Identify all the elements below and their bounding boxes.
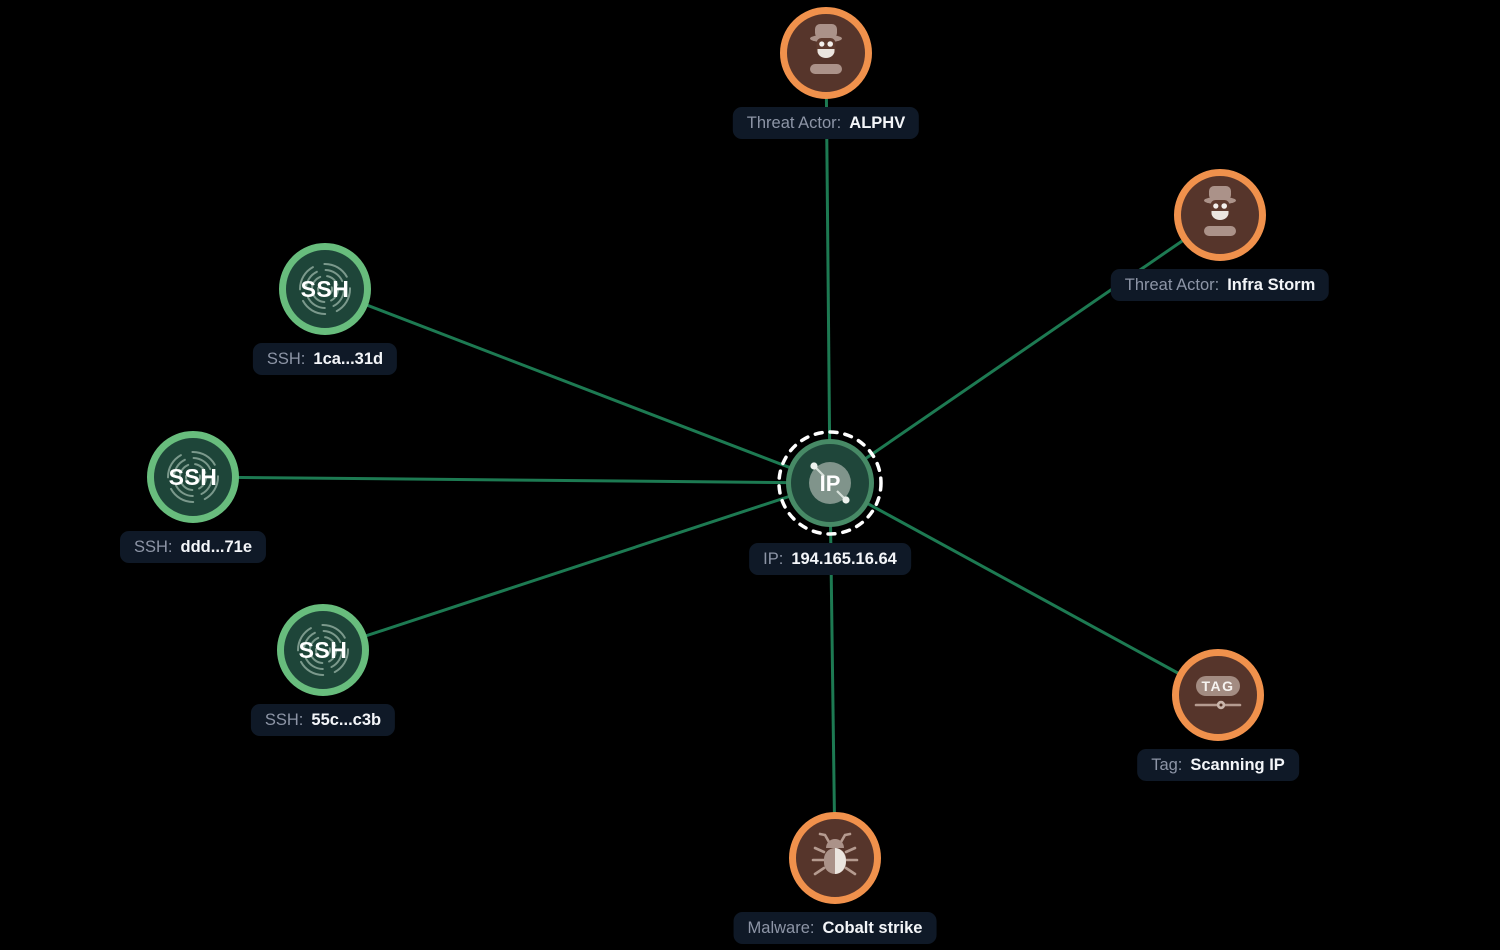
edge-ip-194-165-16-64--ssh-1ca-31d — [324, 287, 831, 485]
label-key: Threat Actor: — [746, 114, 842, 132]
node-ssh-1ca-31d[interactable]: SSH — [279, 243, 371, 335]
node-ip-194-165-16-64[interactable]: IP — [777, 430, 883, 536]
label-value: ddd...71e — [180, 538, 253, 556]
ssh-icon-text: SSH — [299, 637, 348, 663]
label-value: 194.165.16.64 — [791, 550, 897, 568]
node-circle-ip-194-165-16-64[interactable]: IP — [786, 439, 874, 527]
node-label-malware-cobalt-strike: Malware: Cobalt strike — [733, 912, 937, 944]
ssh-icon-text: SSH — [169, 464, 218, 490]
node-threat-actor-infra-storm[interactable] — [1174, 169, 1266, 261]
tag-icon: TAG — [1194, 676, 1242, 710]
node-label-ip-194-165-16-64: IP: 194.165.16.64 — [749, 543, 911, 575]
fingerprint-icon: SSH — [299, 263, 351, 315]
node-label-threat-actor-infra-storm: Threat Actor: Infra Storm — [1110, 269, 1330, 301]
node-label-tag-scanning-ip: Tag: Scanning IP — [1137, 749, 1299, 781]
fingerprint-icon: SSH — [297, 624, 349, 676]
node-label-ssh-55c-c3b: SSH: 55c...c3b — [250, 704, 396, 736]
node-circle-ssh-ddd-71e[interactable]: SSH — [147, 431, 239, 523]
label-key: SSH: — [264, 711, 304, 729]
fingerprint-icon: SSH — [167, 451, 219, 503]
spy-icon — [810, 24, 842, 74]
label-value: 1ca...31d — [313, 350, 384, 368]
ssh-icon-text: SSH — [301, 276, 350, 302]
spy-icon — [1204, 186, 1236, 236]
label-key: Malware: — [747, 919, 815, 937]
edge-ip-194-165-16-64--malware-cobalt-strike — [828, 482, 837, 859]
node-threat-actor-alphv[interactable] — [780, 7, 872, 99]
node-malware-cobalt-strike[interactable] — [789, 812, 881, 904]
label-key: SSH: — [266, 350, 306, 368]
node-ssh-55c-c3b[interactable]: SSH — [277, 604, 369, 696]
node-circle-threat-actor-infra-storm[interactable] — [1174, 169, 1266, 261]
edge-ip-194-165-16-64--threat-actor-infra-storm — [829, 213, 1221, 485]
node-circle-ssh-1ca-31d[interactable]: SSH — [279, 243, 371, 335]
label-value: Cobalt strike — [822, 919, 923, 937]
node-label-ssh-1ca-31d: SSH: 1ca...31d — [252, 343, 398, 375]
edge-ip-194-165-16-64--ssh-ddd-71e — [192, 475, 831, 485]
label-value: ALPHV — [849, 114, 906, 132]
tag-icon-text: TAG — [1201, 678, 1234, 694]
bug-icon — [811, 832, 859, 876]
edge-ip-194-165-16-64--tag-scanning-ip — [829, 481, 1219, 697]
label-key: IP: — [763, 550, 784, 568]
node-circle-malware-cobalt-strike[interactable] — [789, 812, 881, 904]
node-label-threat-actor-alphv: Threat Actor: ALPHV — [732, 107, 920, 139]
node-circle-ssh-55c-c3b[interactable]: SSH — [277, 604, 369, 696]
label-value: 55c...c3b — [311, 711, 382, 729]
ip-icon-text: IP — [820, 471, 841, 496]
edge-ip-194-165-16-64--ssh-55c-c3b — [322, 481, 831, 652]
ip-network-icon: IP — [809, 462, 851, 504]
label-value: Infra Storm — [1227, 276, 1316, 294]
node-ssh-ddd-71e[interactable]: SSH — [147, 431, 239, 523]
label-value: Scanning IP — [1190, 756, 1285, 774]
node-label-ssh-ddd-71e: SSH: ddd...71e — [119, 531, 267, 563]
node-circle-tag-scanning-ip[interactable]: TAG — [1172, 649, 1264, 741]
label-key: Threat Actor: — [1124, 276, 1220, 294]
label-key: Tag: — [1151, 756, 1183, 774]
node-tag-scanning-ip[interactable]: TAG — [1172, 649, 1264, 741]
label-key: SSH: — [133, 538, 173, 556]
node-circle-threat-actor-alphv[interactable] — [780, 7, 872, 99]
